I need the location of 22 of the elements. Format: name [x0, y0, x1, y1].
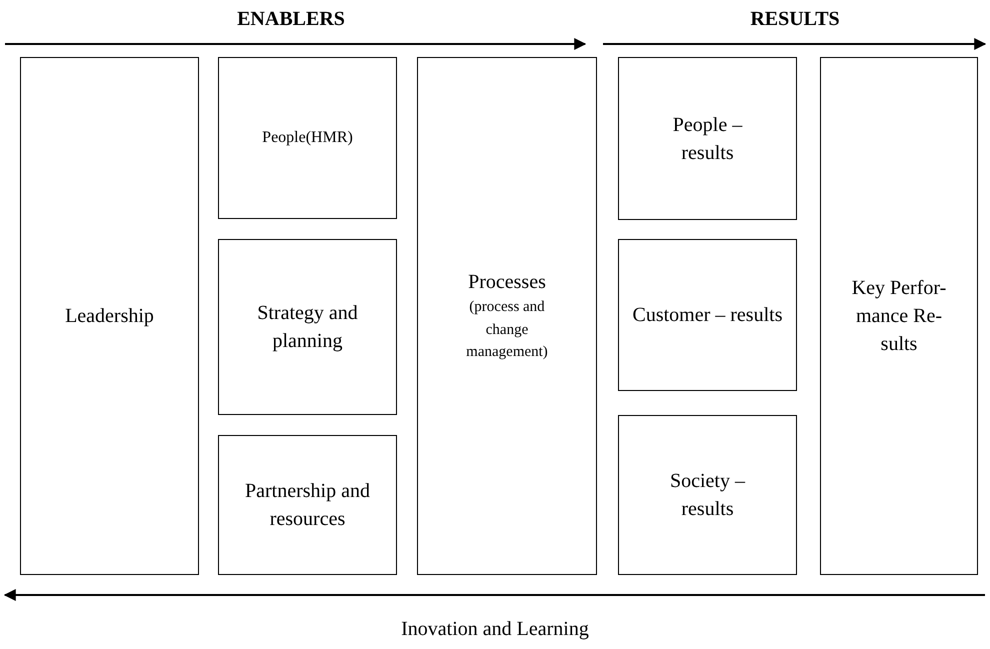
box-label: Strategy and planning: [256, 301, 359, 354]
box-label: People(HMR): [262, 128, 353, 148]
text-box: [618, 415, 797, 575]
text-box: [218, 435, 397, 575]
box-label: Customer – results: [632, 303, 782, 328]
box-label: Society – results: [669, 469, 746, 522]
box-note: (process and change management): [465, 298, 549, 362]
text-box: [820, 57, 978, 575]
box-label: Key Perfor-mance Re-sults: [850, 276, 948, 357]
section-heading: RESULTS: [750, 8, 840, 31]
text-box: [417, 57, 597, 575]
section-heading: ENABLERS: [237, 8, 345, 31]
text-box: [618, 239, 797, 391]
caption-text: Inovation and Learning: [401, 618, 589, 641]
text-box: [218, 57, 397, 219]
box-label: Partnership and resources: [244, 479, 371, 532]
text-box: [20, 57, 199, 575]
box-label: Leadership: [65, 304, 154, 329]
text-box: [618, 57, 797, 220]
text-box: [218, 239, 397, 415]
box-label: Processes: [468, 270, 546, 296]
box-label: People – results: [672, 112, 744, 166]
